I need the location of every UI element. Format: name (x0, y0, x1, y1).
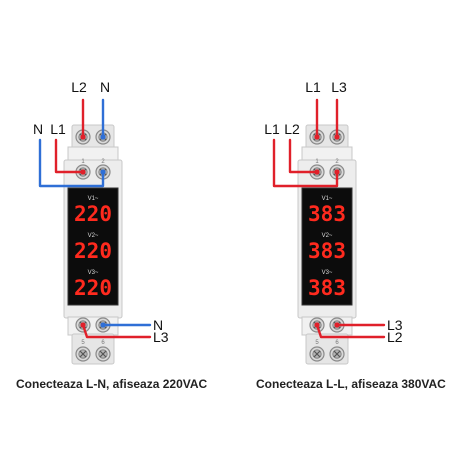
terminal-number: 5 (315, 340, 319, 346)
terminal-screw (75, 346, 91, 362)
wire-end-dot (334, 134, 340, 140)
reading-label: V3~ (88, 270, 99, 276)
housing-shoulder (301, 146, 353, 162)
reading-label: V1~ (322, 196, 333, 202)
reading-label: V2~ (88, 233, 99, 239)
wire-label-side: L1 (264, 121, 280, 137)
reading-value: 383 (308, 202, 346, 226)
screw-slot (333, 350, 341, 358)
terminal-screw (309, 346, 325, 362)
wire-end-dot (314, 169, 320, 175)
terminal-number: 6 (335, 340, 339, 346)
screw-slot (79, 350, 87, 358)
wire-end-dot (80, 169, 86, 175)
wire-label-side: L1 (50, 121, 66, 137)
wire-end-dot (100, 169, 106, 175)
reading-value: 383 (308, 276, 346, 300)
wire-end-dot (314, 322, 320, 328)
caption-ln: Conecteaza L-N, afiseaza 220VAC (16, 377, 208, 391)
wire-side-inner (54, 138, 85, 174)
wire-side-inner (288, 138, 319, 174)
terminal-number: 6 (101, 340, 105, 346)
wire-label-bottom: N (153, 317, 163, 333)
wire-label-side: L2 (284, 121, 300, 137)
wire-label-top: L1 (305, 79, 321, 95)
wire-bottom-2 (81, 323, 152, 339)
wire-end-dot (334, 169, 340, 175)
wire-end-dot (80, 322, 86, 328)
terminal-number: 2 (101, 159, 105, 165)
wire-end-dot (100, 134, 106, 140)
wire-label-side: N (33, 121, 43, 137)
reading-label: V1~ (88, 196, 99, 202)
wire-label-bottom: L3 (387, 317, 403, 333)
wire-label-top: N (100, 79, 110, 95)
wire-side-outer (38, 138, 105, 188)
screw-slot (313, 350, 321, 358)
terminal-number: 5 (81, 340, 85, 346)
reading-value: 220 (74, 276, 112, 300)
wire-bottom-2 (315, 323, 386, 339)
wire-label-bottom: L2 (387, 329, 403, 345)
wire-side-outer (272, 138, 339, 188)
reading-label: V3~ (322, 270, 333, 276)
wire-label-top: L2 (71, 79, 87, 95)
display-panel (67, 187, 119, 306)
housing-shoulder (67, 146, 119, 162)
wire-end-dot (314, 134, 320, 140)
reading-label: V2~ (322, 233, 333, 239)
wire-label-bottom: L3 (153, 329, 169, 345)
caption-ll: Conecteaza L-L, afiseaza 380VAC (256, 377, 446, 391)
terminal-screw (329, 346, 345, 362)
wire-end-dot (100, 322, 106, 328)
display-panel (301, 187, 353, 306)
screw-slot (99, 350, 107, 358)
terminal-screw (95, 346, 111, 362)
wire-label-top: L3 (331, 79, 347, 95)
reading-value: 220 (74, 202, 112, 226)
reading-value: 220 (74, 239, 112, 263)
terminal-number: 1 (315, 159, 319, 165)
wire-end-dot (334, 322, 340, 328)
reading-value: 383 (308, 239, 346, 263)
terminal-number: 1 (81, 159, 85, 165)
terminal-number: 2 (335, 159, 339, 165)
wire-end-dot (80, 134, 86, 140)
